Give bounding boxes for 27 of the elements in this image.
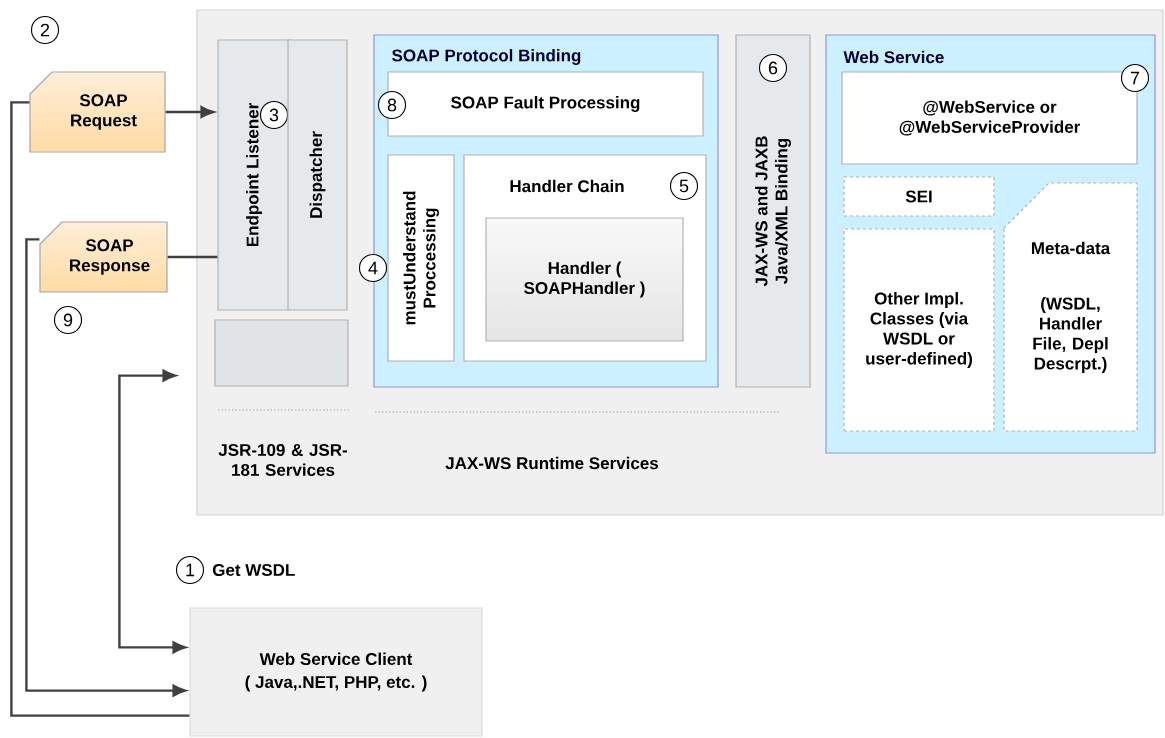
arrow xyxy=(165,106,215,118)
component-box: 8 SOAP Fault Processing xyxy=(377,71,704,137)
step-number: 2 xyxy=(30,15,60,45)
arrow xyxy=(118,369,187,654)
component-box: JAX-WS and JAXB Java/XML Binding 6 xyxy=(735,34,811,388)
step-number: 1 xyxy=(175,555,205,585)
arrow xyxy=(25,238,187,697)
metadata-tab: Meta-data (WSDL, Handler File, Depl Descrpt.) xyxy=(1003,182,1138,432)
step-number: 7 xyxy=(1120,63,1150,93)
component-box: SEI xyxy=(843,176,995,217)
edge-label: Get WSDL xyxy=(210,562,298,578)
step-number: 8 xyxy=(377,90,407,120)
message-tab: SOAP Response 9 xyxy=(39,221,168,335)
step-number: 3 xyxy=(259,100,289,130)
step-number: 4 xyxy=(358,253,388,283)
message-tab: SOAP Request 2 xyxy=(29,15,166,153)
client-box: Web Service Client ( Java,.NET, PHP, etc. ) xyxy=(189,607,483,737)
step-number: 5 xyxy=(669,171,699,201)
component-box: Endpoint Listener 3 xyxy=(217,39,291,311)
component-box: Other Impl. Classes (via WSDL or user-defined) xyxy=(843,228,995,432)
step-number: 9 xyxy=(53,305,83,335)
component-box: Dispatcher xyxy=(287,39,348,311)
handler-box: Handler ( SOAPHandler ) xyxy=(485,217,684,342)
component-box: mustUnderstand Proccessing 4 xyxy=(358,154,455,362)
component-box: 7 @WebService or @WebServiceProvider xyxy=(841,63,1150,165)
step-number: 6 xyxy=(758,53,788,83)
component-box xyxy=(214,319,349,387)
